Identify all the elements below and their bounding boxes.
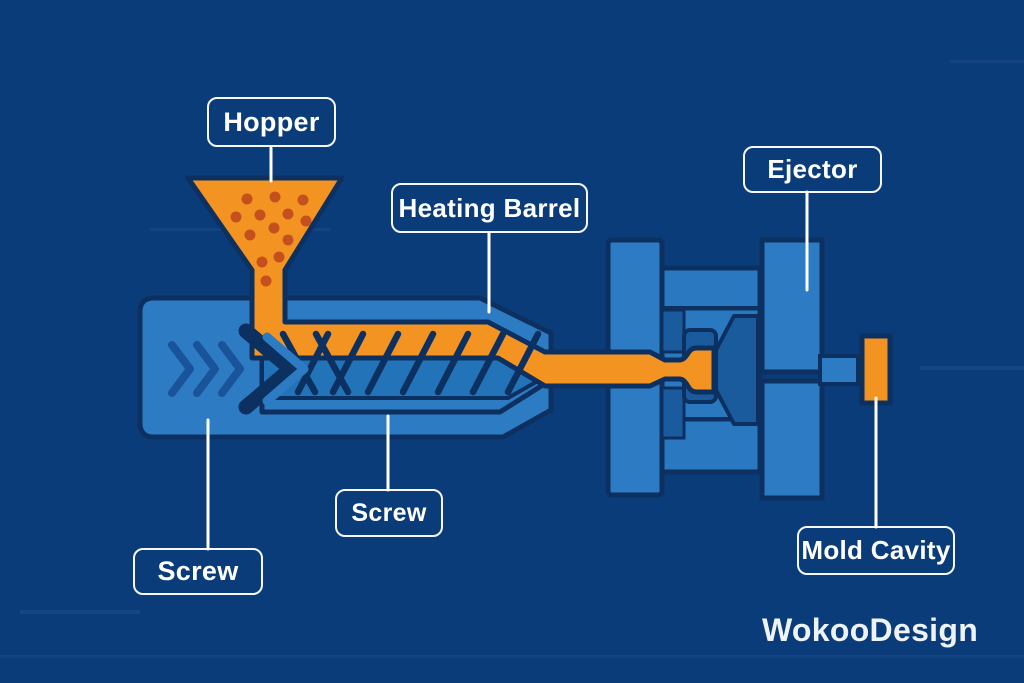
screw-flights xyxy=(279,330,542,396)
feed-chevrons xyxy=(168,341,244,397)
chevron-icon xyxy=(218,341,244,397)
chevron-icon xyxy=(168,341,194,397)
label-mold-cavity: Mold Cavity xyxy=(797,526,955,575)
screw-drive-chevron-icon xyxy=(238,323,299,415)
ejector-plate-lower xyxy=(759,378,825,501)
watermark-wokoodesign: WokooDesign xyxy=(762,612,979,648)
mold-core-lower xyxy=(660,386,686,440)
screw-drive-chevron-highlight-icon xyxy=(262,332,309,406)
label-screw-left: Screw xyxy=(133,548,263,595)
label-heating-barrel: Heating Barrel xyxy=(391,183,588,233)
molded-part xyxy=(859,333,893,406)
leader-lines xyxy=(206,146,878,551)
ejector-plate-upper xyxy=(759,237,825,375)
mold-core-upper xyxy=(660,308,686,354)
plastic-pellets xyxy=(230,191,312,287)
mold-block-seam xyxy=(662,417,760,422)
chevron-icon xyxy=(193,341,219,397)
label-screw-right: Screw xyxy=(335,489,443,537)
label-hopper: Hopper xyxy=(207,97,336,147)
ejector-rod xyxy=(818,354,860,386)
mold-block-seam xyxy=(662,306,760,311)
label-ejector: Ejector xyxy=(743,146,882,193)
